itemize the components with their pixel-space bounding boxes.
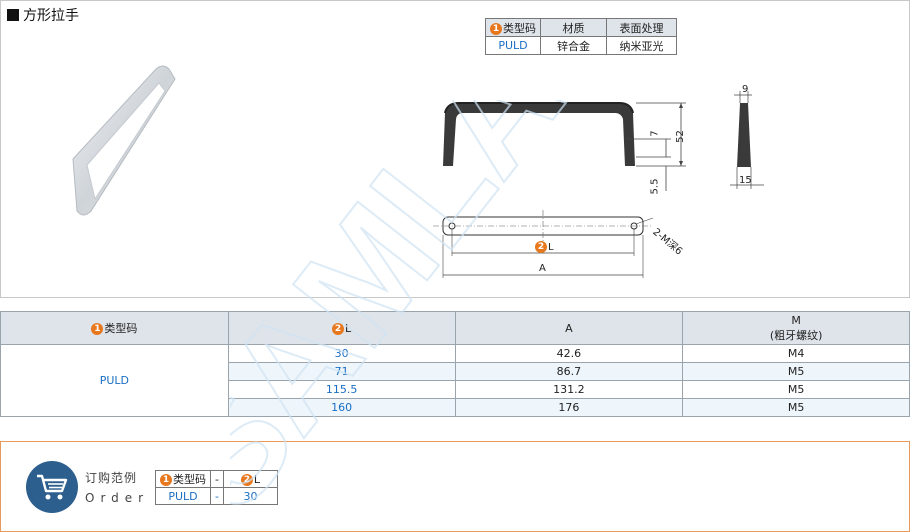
top-view-drawing — [433, 210, 654, 278]
spec-a-value: 131.2 — [454, 380, 684, 399]
page-title: 方形拉手 — [7, 5, 79, 25]
spec-m-value: M5 — [682, 380, 910, 399]
dim-5-5-label: 5.5 — [649, 178, 661, 195]
order-dash: - — [210, 487, 224, 505]
product-photo — [72, 65, 176, 216]
material-header-material: 材质 — [540, 18, 607, 37]
material-value: 锌合金 — [540, 36, 607, 55]
order-label: 订购范例 Order — [85, 471, 150, 505]
spec-a-value: 176 — [454, 398, 684, 417]
dim-15-label: 15 — [739, 175, 752, 186]
order-dash: - — [210, 470, 224, 488]
spec-l-value: 71 — [227, 362, 456, 381]
spec-m-value: M4 — [682, 344, 910, 363]
side-view-drawing — [730, 91, 764, 189]
spec-header-m: M(粗牙螺纹) — [682, 311, 910, 345]
order-l-value: 30 — [222, 487, 278, 505]
spec-a-value: 42.6 — [454, 344, 684, 363]
spec-header-a: A — [454, 311, 684, 345]
material-header-surface: 表面处理 — [606, 18, 677, 37]
front-view-drawing — [443, 102, 686, 191]
dim-a-label: A — [539, 263, 546, 274]
spec-m-value: M5 — [682, 398, 910, 417]
spec-a-value: 86.7 — [454, 362, 684, 381]
title-square-icon — [7, 9, 19, 21]
spec-l-value: 115.5 — [227, 380, 456, 399]
material-type-code: PULD — [485, 36, 541, 55]
dim-52-label: 52 — [674, 130, 686, 143]
dim-9-label: 9 — [742, 84, 749, 95]
spec-l-value: 160 — [227, 398, 456, 417]
spec-m-value: M5 — [682, 362, 910, 381]
shopping-cart-icon — [26, 461, 78, 513]
dim-7-label: 7 — [649, 130, 661, 137]
order-type-value: PULD — [155, 487, 211, 505]
spec-l-value: 30 — [227, 344, 456, 363]
surface-value: 纳米亚光 — [606, 36, 677, 55]
spec-type-code: PULD — [0, 344, 229, 417]
